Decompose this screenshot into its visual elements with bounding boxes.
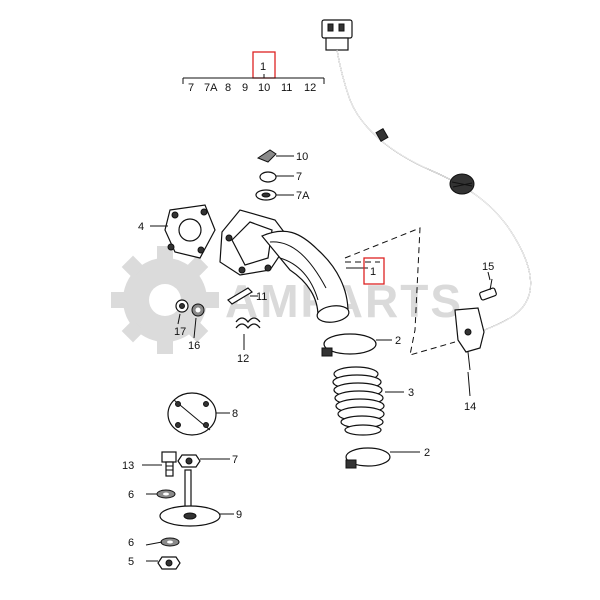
gear-icon <box>111 246 219 354</box>
callout-2-upper[interactable]: 2 <box>395 335 401 347</box>
index-item-12[interactable]: 12 <box>304 82 316 94</box>
washer-part-6-upper[interactable] <box>156 489 176 499</box>
index-item-8[interactable]: 8 <box>225 82 231 94</box>
part-12[interactable] <box>235 323 261 329</box>
nut-part-5[interactable] <box>157 556 181 570</box>
index-item-7[interactable]: 7 <box>188 82 194 94</box>
dashed-boundary <box>344 227 456 356</box>
callouts: 1 10 7 7A 4 11 17 16 12 2 3 2 8 13 7 6 9… <box>122 151 494 568</box>
part-10[interactable] <box>256 149 277 163</box>
callout-12[interactable]: 12 <box>237 353 249 365</box>
bolt-part-13[interactable] <box>161 451 177 477</box>
callout-15[interactable]: 15 <box>482 261 494 273</box>
callout-3[interactable]: 3 <box>408 387 414 399</box>
index-bar: 1 7 7A 8 9 10 11 12 <box>182 51 325 94</box>
callout-8[interactable]: 8 <box>232 408 238 420</box>
elbow-part-1[interactable] <box>219 209 350 324</box>
callout-1-highlight <box>363 257 385 285</box>
callout-11[interactable]: 11 <box>256 291 267 303</box>
small-parts-top <box>255 149 294 201</box>
callout-7A[interactable]: 7A <box>296 190 310 202</box>
callout-7-lower[interactable]: 7 <box>232 454 238 466</box>
index-item-11[interactable]: 11 <box>281 82 292 94</box>
base-part-9[interactable] <box>159 469 221 527</box>
part-11[interactable] <box>227 287 253 305</box>
callout-1[interactable]: 1 <box>370 266 376 278</box>
bellows-hose-part-3[interactable] <box>332 366 385 436</box>
leader-lines <box>142 225 491 562</box>
nut-part-7-lower[interactable] <box>177 454 201 468</box>
gasket-part-4[interactable] <box>164 204 216 259</box>
callout-10[interactable]: 10 <box>296 151 308 163</box>
callout-13[interactable]: 13 <box>122 460 134 472</box>
index-header[interactable]: 1 <box>260 61 266 73</box>
sensor-part-15[interactable] <box>479 287 497 301</box>
small-parts-left <box>175 287 261 350</box>
callout-7-top[interactable]: 7 <box>296 171 302 183</box>
sensor-cable <box>321 19 532 371</box>
callout-6-lower[interactable]: 6 <box>128 537 134 549</box>
hose-clamp-lower[interactable] <box>345 447 391 469</box>
connector-plug[interactable] <box>321 19 353 39</box>
index-item-7A[interactable]: 7A <box>204 82 218 94</box>
callout-2-lower[interactable]: 2 <box>424 447 430 459</box>
hose-clamp-upper[interactable] <box>321 333 377 357</box>
callout-9[interactable]: 9 <box>236 509 242 521</box>
index-item-10[interactable]: 10 <box>258 82 270 94</box>
part-7-top[interactable] <box>259 171 277 183</box>
callout-17[interactable]: 17 <box>174 326 186 338</box>
washer-part-6-lower[interactable] <box>160 537 180 547</box>
callout-6-upper[interactable]: 6 <box>128 489 134 501</box>
index-item-9[interactable]: 9 <box>242 82 248 94</box>
callout-14[interactable]: 14 <box>464 401 476 413</box>
flap-part-8[interactable] <box>167 392 217 436</box>
callout-5[interactable]: 5 <box>128 556 134 568</box>
callout-16[interactable]: 16 <box>188 340 200 352</box>
callout-4[interactable]: 4 <box>138 221 144 233</box>
